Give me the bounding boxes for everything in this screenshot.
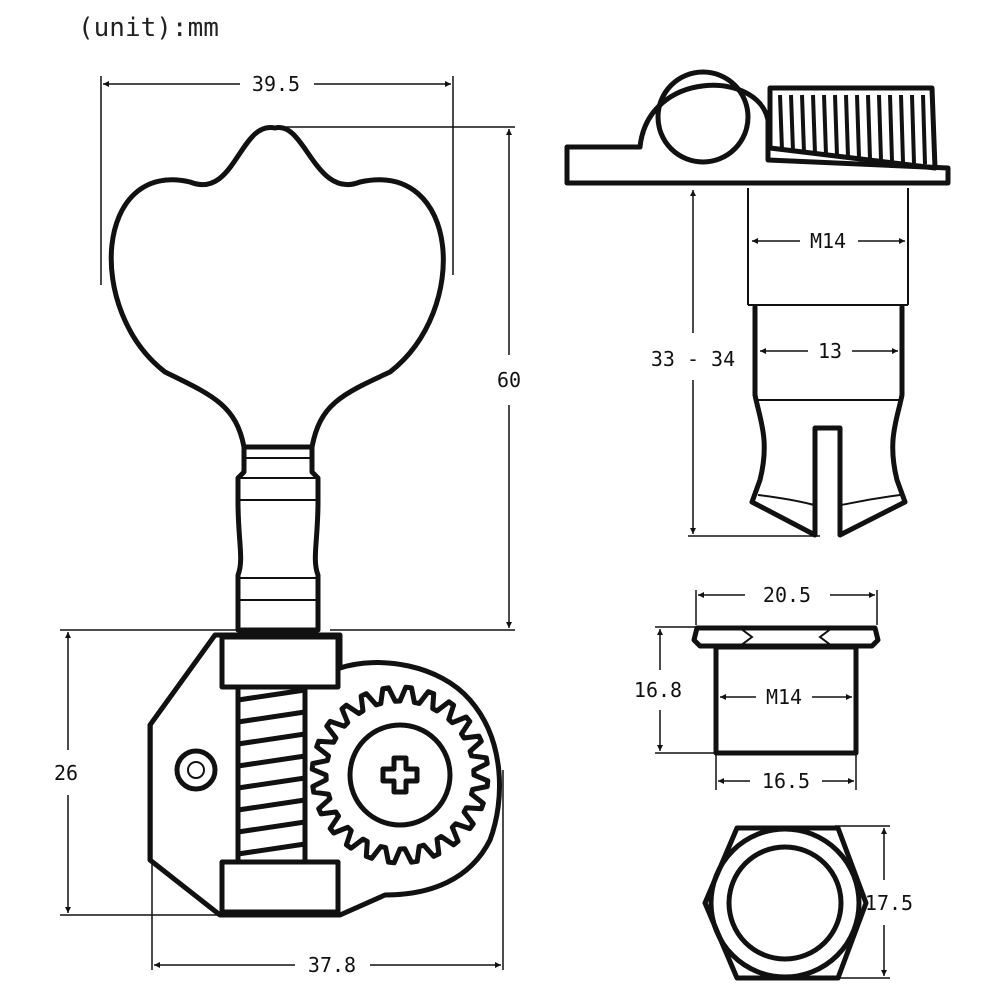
hex-nut-bore bbox=[726, 844, 844, 962]
gear-wheel bbox=[309, 684, 491, 866]
dim-bushing-thread: M14 bbox=[766, 685, 802, 709]
dim-button-width: 39.5 bbox=[252, 72, 300, 96]
side-housing bbox=[564, 82, 951, 186]
gear-screw-head bbox=[347, 722, 453, 828]
dim-post-diameter: 13 bbox=[818, 339, 842, 363]
dim-base-height: 26 bbox=[54, 761, 78, 785]
worm-block-top bbox=[219, 634, 341, 690]
dim-nut-across-flats: 17.5 bbox=[865, 891, 913, 915]
dim-nut-width: 20.5 bbox=[763, 583, 811, 607]
dim-base-width: 37.8 bbox=[308, 953, 356, 977]
bushing-body bbox=[713, 644, 859, 756]
dim-overall-height: 60 bbox=[497, 368, 521, 392]
dim-post-height: 33 - 34 bbox=[651, 347, 735, 371]
tuner-housing bbox=[147, 632, 503, 918]
hex-nut-view bbox=[702, 825, 869, 981]
side-view bbox=[564, 69, 951, 538]
bushing-dimensions: 20.5 16.8 M14 16.5 bbox=[634, 583, 878, 793]
bushing-view bbox=[691, 625, 881, 756]
string-post bbox=[747, 188, 909, 538]
worm-coil bbox=[235, 687, 308, 863]
dim-thread-size: M14 bbox=[810, 229, 846, 253]
tuner-shaft bbox=[235, 444, 321, 633]
hex-nut-dimensions: 17.5 bbox=[835, 825, 913, 979]
mounting-hole bbox=[174, 748, 218, 792]
hex-nut-outer-ring bbox=[708, 826, 862, 980]
worm-block-bottom bbox=[219, 859, 341, 915]
side-dimensions: M14 13 33 - 34 bbox=[651, 190, 905, 537]
post-hole bbox=[655, 69, 751, 165]
front-dimensions: 39.5 60 26 37.8 bbox=[54, 72, 521, 977]
worm-knurl-housing bbox=[767, 85, 938, 171]
front-view bbox=[108, 125, 503, 918]
bushing-nut bbox=[691, 625, 881, 649]
tuner-button bbox=[108, 125, 446, 450]
unit-label: (unit):mm bbox=[78, 13, 219, 43]
phillips-cross-icon bbox=[380, 755, 420, 795]
dim-bushing-diameter: 16.5 bbox=[762, 769, 810, 793]
dim-bushing-height: 16.8 bbox=[634, 678, 682, 702]
knurl-lines bbox=[778, 94, 927, 165]
